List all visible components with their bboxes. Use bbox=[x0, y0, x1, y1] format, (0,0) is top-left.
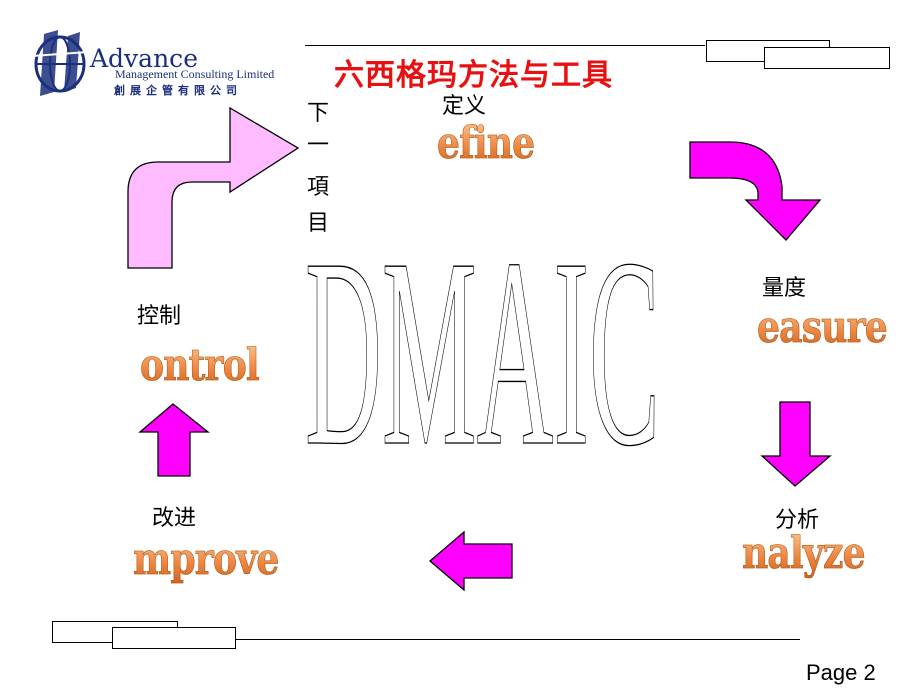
measure-label: 量度 bbox=[762, 276, 807, 301]
arrow-left-icon bbox=[428, 530, 513, 592]
next-item-char: 目 bbox=[306, 211, 329, 236]
curved-arrow-up-right-icon bbox=[127, 106, 300, 269]
define-word: efine bbox=[437, 118, 536, 170]
improve-word: mprove bbox=[133, 534, 280, 586]
arrow-up-icon bbox=[138, 403, 210, 477]
logo-name: Advance bbox=[90, 44, 198, 73]
footer-box-2 bbox=[112, 627, 236, 649]
measure-word: easure bbox=[757, 302, 888, 354]
curved-arrow-down-right-icon bbox=[689, 141, 822, 241]
control-label: 控制 bbox=[137, 304, 182, 329]
header-box-2 bbox=[764, 47, 890, 69]
logo-subtitle: Management Consulting Limited bbox=[115, 67, 275, 81]
next-item-char: 一 bbox=[306, 133, 329, 158]
logo-chinese-name: 創展企管有限公司 bbox=[114, 84, 242, 97]
next-item-char: 下 bbox=[306, 101, 329, 126]
control-word: ontrol bbox=[140, 340, 260, 392]
page-title: 六西格玛方法与工具 bbox=[334, 58, 613, 93]
footer-rule bbox=[236, 639, 800, 640]
analyze-label: 分析 bbox=[775, 508, 820, 533]
page-number: Page 2 bbox=[806, 660, 876, 685]
next-item-char: 項 bbox=[306, 175, 329, 200]
define-label: 定义 bbox=[442, 94, 487, 119]
analyze-word: nalyze bbox=[742, 528, 866, 580]
arrow-down-icon bbox=[760, 401, 832, 487]
dmaic-text: DMAIC bbox=[305, 245, 660, 460]
improve-label: 改进 bbox=[152, 506, 197, 531]
dmaic-heading: DMAIC bbox=[304, 245, 660, 460]
globe-logo-icon bbox=[31, 30, 89, 96]
header-rule bbox=[305, 45, 705, 46]
